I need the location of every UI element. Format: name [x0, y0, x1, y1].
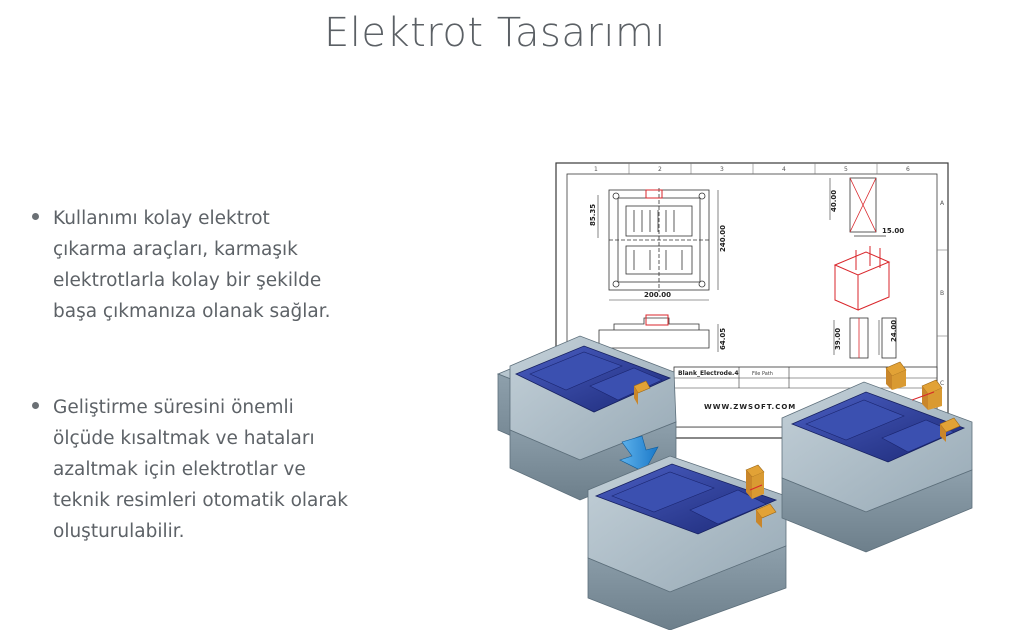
drawing-electrode-iso: [833, 246, 891, 311]
mold-1: [496, 335, 677, 501]
title-block-name: Blank_Electrode.4: [678, 370, 739, 377]
grid-letter: B: [940, 290, 944, 297]
drawing-electrode-front: [849, 177, 886, 237]
dimension-label: 64.05: [719, 328, 727, 350]
feature-line: çıkarma araçları, karmaşık: [53, 239, 298, 260]
dimension-label: 85.35: [589, 204, 597, 226]
mold-3: [781, 361, 973, 553]
feature-text: Kullanımı kolay elektrot çıkarma araçlar…: [53, 203, 403, 327]
feature-line: Geliştirme süresini önemli: [53, 397, 294, 418]
grid-letter: A: [940, 200, 945, 207]
feature-text: Geliştirme süresini önemli ölçüde kısalt…: [53, 392, 403, 547]
arrow-down-icon: [619, 435, 659, 473]
grid-number: 6: [906, 166, 910, 173]
dimension-label: 200.00: [644, 291, 671, 299]
feature-line: başa çıkmanıza olanak sağlar.: [53, 301, 331, 322]
bullet-dot: [32, 402, 39, 409]
grid-number: 1: [594, 166, 598, 173]
grid-number: 5: [844, 166, 848, 173]
grid-number: 3: [720, 166, 724, 173]
dimension-label: 240.00: [719, 225, 727, 252]
grid-number: 2: [658, 166, 662, 173]
feature-line: elektrotlarla kolay bir şekilde: [53, 270, 322, 291]
electrode-illustration: 1 2 3 4 5 6 A B C: [494, 160, 980, 631]
dimension-label: 39.00: [834, 328, 842, 350]
drawing-side-view: [598, 317, 710, 349]
mold-2: [587, 455, 787, 631]
feature-line: Kullanımı kolay elektrot: [53, 208, 270, 229]
drawing-dimensions: 85.35 240.00 200.00 64.05 40.00 15.00 39…: [589, 190, 904, 350]
page-title: Elektrot Tasarımı: [323, 10, 667, 56]
feature-line: ölçüde kısaltmak ve hataları: [53, 428, 315, 449]
bullet-dot: [32, 213, 39, 220]
title-block-website: WWW.ZWSOFT.COM: [704, 403, 796, 411]
title-block-label: File Path: [752, 371, 773, 377]
grid-number: 4: [782, 166, 786, 173]
dimension-label: 15.00: [882, 227, 904, 235]
drawing-electrode-side: [849, 317, 897, 359]
feature-line: teknik resimleri otomatik olarak: [53, 490, 349, 511]
dimension-label: 40.00: [830, 190, 838, 212]
feature-line: azaltmak için elektrotlar ve: [53, 459, 306, 480]
feature-line: oluşturulabilir.: [53, 521, 185, 542]
dimension-label: 24.00: [890, 320, 898, 342]
grid-letter: C: [940, 380, 944, 387]
grid-labels: 1 2 3 4 5 6 A B C: [594, 166, 945, 387]
